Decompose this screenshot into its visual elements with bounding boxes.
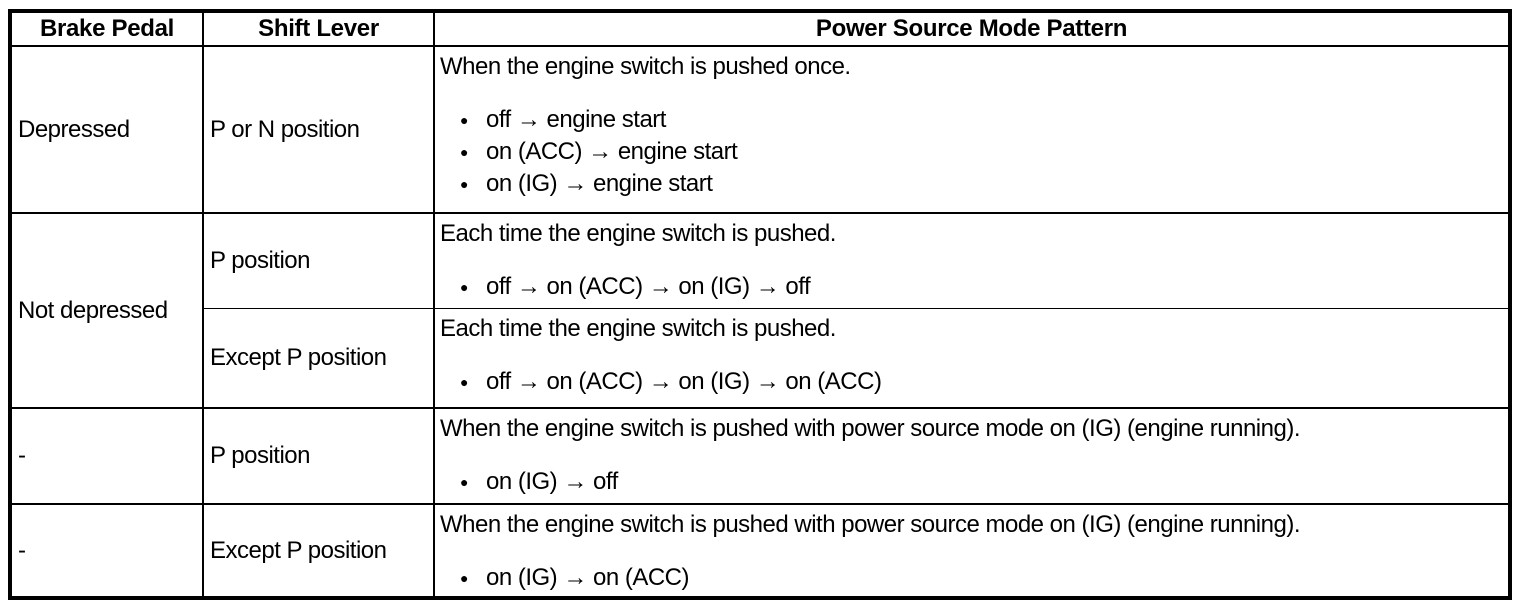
header-power-source-mode-pattern: Power Source Mode Pattern: [433, 13, 1508, 45]
cell-brake-pedal-dash: -: [12, 503, 202, 596]
cell-pattern-row2: Each time the engine switch is pushed. ●…: [433, 212, 1508, 308]
header-brake-pedal: Brake Pedal: [39, 15, 175, 42]
pattern-intro: When the engine switch is pushed once.: [440, 53, 851, 80]
bullet-item: ● off → engine start: [460, 104, 1500, 136]
bullet-text: off → on (ACC) → on (IG) → off: [485, 273, 811, 300]
bullet-item: ● on (IG) → on (ACC): [460, 562, 1500, 594]
cell-brake-pedal-dash: -: [12, 407, 202, 503]
bullet-text: on (IG) → engine start: [485, 170, 713, 197]
bullet-list: ● on (IG) → off: [440, 466, 1500, 498]
pattern-intro: When the engine switch is pushed with po…: [440, 415, 1300, 442]
pattern-intro: When the engine switch is pushed with po…: [440, 511, 1300, 538]
bullet-text: on (IG) → off: [485, 468, 618, 495]
bullet-icon: ●: [460, 112, 468, 128]
bullet-icon: ●: [460, 279, 468, 295]
bullet-icon: ●: [460, 144, 468, 160]
bullet-item: ● on (IG) → off: [460, 466, 1500, 498]
bullet-icon: ●: [460, 474, 468, 490]
bullet-list: ● off → on (ACC) → on (IG) → on (ACC): [440, 366, 1500, 398]
header-shift-lever: Shift Lever: [202, 13, 433, 45]
cell-pattern-row4: When the engine switch is pushed with po…: [433, 407, 1508, 503]
bullet-text: off → on (ACC) → on (IG) → on (ACC): [485, 368, 882, 395]
bullet-list: ● on (IG) → on (ACC): [440, 562, 1500, 594]
bullet-item: ● on (ACC) → engine start: [460, 136, 1500, 168]
bullet-text: on (IG) → on (ACC): [485, 564, 690, 591]
cell-shift-lever-except-p: Except P position: [202, 308, 433, 407]
bullet-list: ● off → on (ACC) → on (IG) → off: [440, 271, 1500, 303]
bullet-text: off → engine start: [485, 106, 667, 133]
bullet-item: ● off → on (ACC) → on (IG) → on (ACC): [460, 366, 1500, 398]
cell-pattern-row1: When the engine switch is pushed once. ●…: [433, 45, 1508, 212]
cell-shift-lever-p-position: P position: [202, 407, 433, 503]
cell-brake-pedal-not-depressed: Not depressed: [12, 212, 202, 407]
pattern-intro: Each time the engine switch is pushed.: [440, 220, 836, 247]
bullet-icon: ●: [460, 570, 468, 586]
bullet-item: ● off → on (ACC) → on (IG) → off: [460, 271, 1500, 303]
cell-brake-pedal-depressed: Depressed: [12, 45, 202, 212]
cell-shift-lever-p-or-n: P or N position: [202, 45, 433, 212]
pattern-intro: Each time the engine switch is pushed.: [440, 315, 836, 342]
cell-pattern-row3: Each time the engine switch is pushed. ●…: [433, 308, 1508, 407]
bullet-icon: ●: [460, 374, 468, 390]
bullet-list: ● off → engine start ● on (ACC) → engine…: [440, 104, 1500, 200]
cell-shift-lever-p-position: P position: [202, 212, 433, 308]
cell-shift-lever-except-p: Except P position: [202, 503, 433, 596]
cell-pattern-row5: When the engine switch is pushed with po…: [433, 503, 1508, 596]
power-source-mode-table: Brake Pedal Shift Lever Power Source Mod…: [8, 9, 1512, 600]
bullet-icon: ●: [460, 176, 468, 192]
bullet-text: on (ACC) → engine start: [485, 138, 738, 165]
bullet-item: ● on (IG) → engine start: [460, 168, 1500, 200]
